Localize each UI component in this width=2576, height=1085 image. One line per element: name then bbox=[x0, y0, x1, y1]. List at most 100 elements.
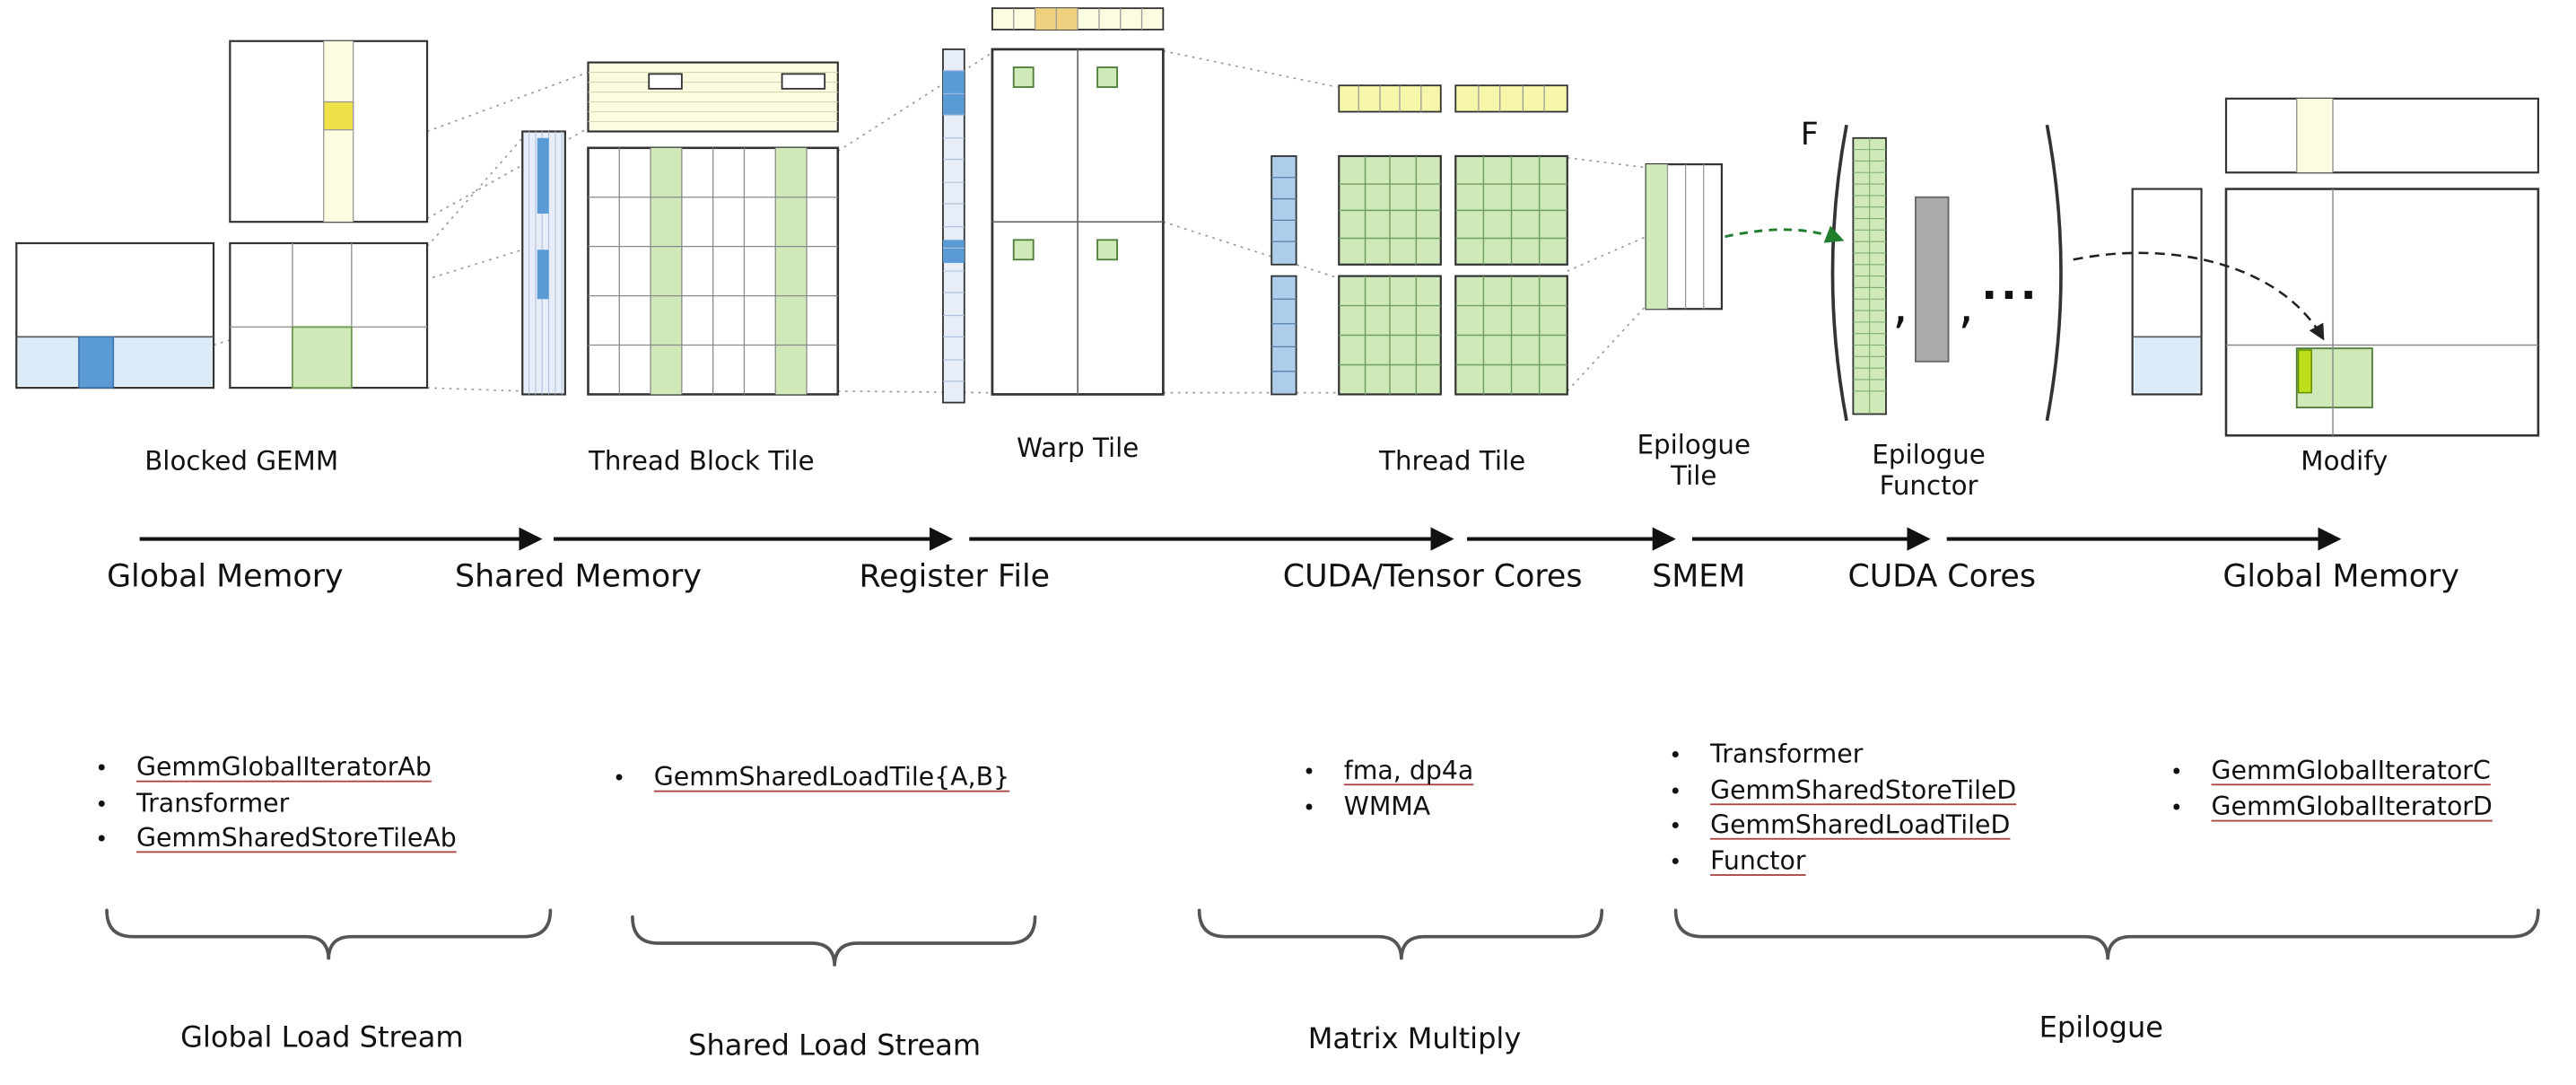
warp-green-tile bbox=[1012, 66, 1035, 88]
warp-green-tile bbox=[1096, 66, 1118, 88]
list-item-text: GemmSharedLoadTileD bbox=[1710, 809, 2011, 840]
memory-label-register: Register File bbox=[859, 558, 1051, 595]
stage-label-warp-tile: Warp Tile bbox=[1016, 432, 1140, 464]
bullet-icon: • bbox=[1669, 779, 1682, 805]
list-item: •Transformer bbox=[1669, 739, 2016, 774]
grid-lines bbox=[1339, 276, 1441, 395]
stage-label-thread-tile: Thread Tile bbox=[1379, 445, 1526, 477]
memory-label-cuda-tensor: CUDA/Tensor Cores bbox=[1282, 558, 1583, 595]
threadblock-green-band bbox=[651, 147, 682, 395]
list-item: •GemmSharedLoadTileD bbox=[1669, 810, 2016, 845]
list-item-text: GemmSharedStoreTileAb bbox=[135, 823, 457, 853]
list-item: •fma, dp4a bbox=[1303, 756, 1473, 791]
connector-line bbox=[426, 127, 589, 220]
list-item-text: Transformer bbox=[135, 787, 290, 818]
connector-line bbox=[1163, 49, 1338, 88]
vector-cell-lines bbox=[942, 70, 965, 382]
connector-line bbox=[1163, 221, 1338, 279]
list-item: •GemmGlobalIteratorD bbox=[2170, 792, 2493, 827]
list-global-load-stream: • GemmGlobalIteratorAb • Transformer •Gemm… bbox=[95, 753, 457, 859]
smem-b-fragment bbox=[781, 73, 826, 90]
bullet-icon: • bbox=[1669, 850, 1682, 876]
connector-line bbox=[1567, 156, 1646, 169]
modify-left-band bbox=[2134, 337, 2200, 393]
list-item: •WMMA bbox=[1303, 792, 1473, 827]
list-shared-load-stream: •GemmSharedLoadTile{A,B} bbox=[613, 763, 1009, 798]
stage-label-line: Functor bbox=[1879, 469, 1978, 502]
left-paren bbox=[1830, 124, 1848, 422]
list-item: •GemmSharedStoreTileAb bbox=[95, 823, 457, 858]
connector-line bbox=[1567, 305, 1647, 392]
list-item-text: fma, dp4a bbox=[1343, 756, 1474, 786]
list-item-text: GemmGlobalIteratorAb bbox=[135, 752, 432, 783]
vector-cell-lines bbox=[1271, 177, 1297, 242]
thread-a-vector bbox=[1271, 155, 1297, 266]
comma-glyph: , bbox=[1959, 276, 1974, 334]
grid-lines bbox=[1666, 164, 1705, 310]
brace-label-global-load-stream: Global Load Stream bbox=[180, 1021, 464, 1055]
connector-line bbox=[837, 51, 993, 153]
functor-gray-operand bbox=[1915, 196, 1950, 363]
memory-label-global-right: Global Memory bbox=[2222, 558, 2459, 595]
right-paren bbox=[2045, 124, 2063, 422]
grid-lines bbox=[2226, 188, 2538, 436]
functor-to-modify-arrow bbox=[2073, 251, 2325, 341]
brace-label-epilogue: Epilogue bbox=[2039, 1011, 2164, 1046]
warp-a-highlight bbox=[942, 240, 965, 263]
list-item: • GemmGlobalIteratorAb bbox=[95, 753, 457, 788]
matrix-b-column-band bbox=[323, 40, 354, 223]
memory-label-cuda-cores: CUDA Cores bbox=[1847, 558, 2036, 595]
thread-tile-group bbox=[1271, 84, 1568, 396]
brace-matrix-multiply bbox=[1197, 908, 1604, 960]
grid-lines bbox=[1455, 276, 1567, 395]
stage-label-modify: Modify bbox=[2301, 445, 2388, 477]
epilogue-tile-green-band bbox=[1646, 164, 1668, 310]
list-item: •GemmGlobalIteratorC bbox=[2170, 756, 2493, 791]
quadrant-lines bbox=[991, 48, 1164, 395]
connector-line bbox=[427, 387, 523, 392]
list-item-text: GemmGlobalIteratorC bbox=[2211, 756, 2491, 786]
vector-cell-lines bbox=[1013, 8, 1143, 30]
memory-label-shared: Shared Memory bbox=[455, 558, 703, 595]
stage-label-line: Tile bbox=[1671, 459, 1717, 492]
epilogue-functor-group: F , , ... bbox=[1801, 117, 2063, 422]
matrix-a-row-band bbox=[18, 337, 213, 387]
modify-group bbox=[2131, 97, 2540, 437]
modify-main-matrix bbox=[2224, 188, 2540, 437]
brace-label-shared-load-stream: Shared Load Stream bbox=[688, 1030, 982, 1063]
stage-label-line: Epilogue bbox=[1872, 438, 1986, 470]
bullet-icon: • bbox=[95, 792, 109, 818]
modify-top-band bbox=[2296, 98, 2334, 173]
stage-label-blocked-gemm: Blocked GEMM bbox=[144, 445, 339, 477]
list-item: • Transformer bbox=[95, 788, 457, 823]
grid-lines bbox=[1339, 155, 1441, 265]
smem-a-fragment bbox=[537, 249, 549, 300]
smem-b-fragment bbox=[648, 73, 683, 90]
list-item-text: WMMA bbox=[1343, 791, 1431, 821]
list-epilogue-right: •GemmGlobalIteratorC •GemmGlobalIterator… bbox=[2170, 756, 2493, 827]
warp-green-tile bbox=[1096, 239, 1118, 261]
brace-label-matrix-multiply: Matrix Multiply bbox=[1307, 1023, 1522, 1057]
warp-green-tile bbox=[1012, 239, 1035, 261]
grid-lines bbox=[1455, 155, 1567, 265]
stage-label-line: Epilogue bbox=[1637, 428, 1751, 460]
list-matrix-multiply: •fma, dp4a •WMMA bbox=[1303, 756, 1473, 827]
slab-lines bbox=[588, 72, 838, 123]
smem-a-fragment bbox=[537, 137, 549, 214]
epilogue-tile-group bbox=[1645, 163, 1723, 311]
thread-a-vector bbox=[1271, 275, 1297, 396]
grid-lines bbox=[2296, 98, 2334, 173]
bullet-icon: • bbox=[95, 757, 109, 783]
grid-lines bbox=[323, 40, 354, 223]
list-epilogue-mid: •Transformer •GemmSharedStoreTileD •Gemm… bbox=[1669, 739, 2016, 880]
brace-shared-load-stream bbox=[631, 914, 1037, 967]
stage-label-epilogue-functor: Epilogue Functor bbox=[1872, 439, 1986, 502]
epilogue-tile-to-functor-arrow bbox=[1725, 225, 1845, 243]
brace-epilogue bbox=[1673, 908, 2540, 960]
grouping-braces bbox=[105, 908, 2540, 967]
grid-lines bbox=[588, 147, 838, 395]
list-item: •GemmSharedStoreTileD bbox=[1669, 774, 2016, 809]
